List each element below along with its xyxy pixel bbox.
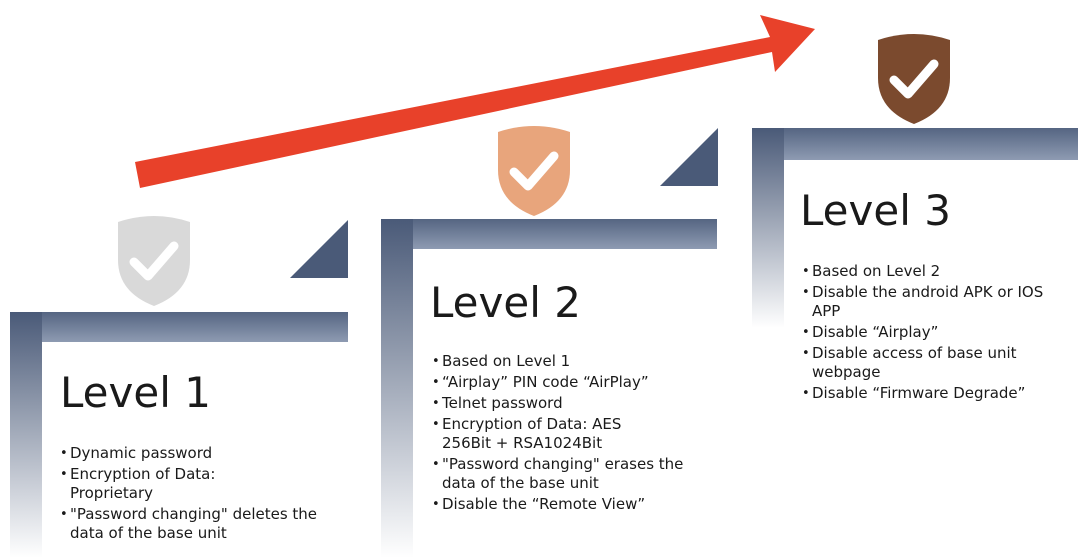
level-2-bullets: Based on Level 1 “Airplay” PIN code “Air… bbox=[432, 352, 712, 516]
list-item: Based on Level 2 bbox=[802, 262, 1070, 281]
list-item: Disable the “Remote View” bbox=[432, 495, 712, 514]
list-item: Based on Level 1 bbox=[432, 352, 712, 371]
level-1-shield-icon bbox=[118, 216, 190, 306]
list-item: "Password changing" erases the data of t… bbox=[432, 455, 712, 493]
list-item: "Password changing" deletes the data of … bbox=[60, 505, 340, 543]
level-3-title: Level 3 bbox=[800, 186, 951, 235]
list-item: Disable “Firmware Degrade” bbox=[802, 384, 1070, 403]
list-item: Telnet password bbox=[432, 394, 712, 413]
list-item: Disable the android APK or IOS APP bbox=[802, 283, 1062, 321]
progress-arrow-icon bbox=[135, 15, 815, 188]
level-3-step-frame bbox=[752, 128, 1078, 328]
level-3-shield-icon bbox=[878, 34, 950, 124]
level-2-step-frame bbox=[381, 128, 718, 558]
list-item: Encryption of Data: AES 256Bit + RSA1024… bbox=[432, 415, 672, 453]
list-item: Disable “Airplay” bbox=[802, 323, 1070, 342]
level-1-bullets: Dynamic password Encryption of Data: Pro… bbox=[60, 444, 330, 545]
list-item: “Airplay” PIN code “AirPlay” bbox=[432, 373, 712, 392]
level-2-shield-icon bbox=[498, 126, 570, 216]
list-item: Encryption of Data: Proprietary bbox=[60, 465, 270, 503]
level-2-title: Level 2 bbox=[430, 278, 581, 327]
level-1-step-frame bbox=[10, 220, 348, 558]
list-item: Disable access of base unit webpage bbox=[802, 344, 1072, 382]
level-1-title: Level 1 bbox=[60, 368, 211, 417]
list-item: Dynamic password bbox=[60, 444, 330, 463]
level-3-bullets: Based on Level 2 Disable the android APK… bbox=[802, 262, 1070, 405]
